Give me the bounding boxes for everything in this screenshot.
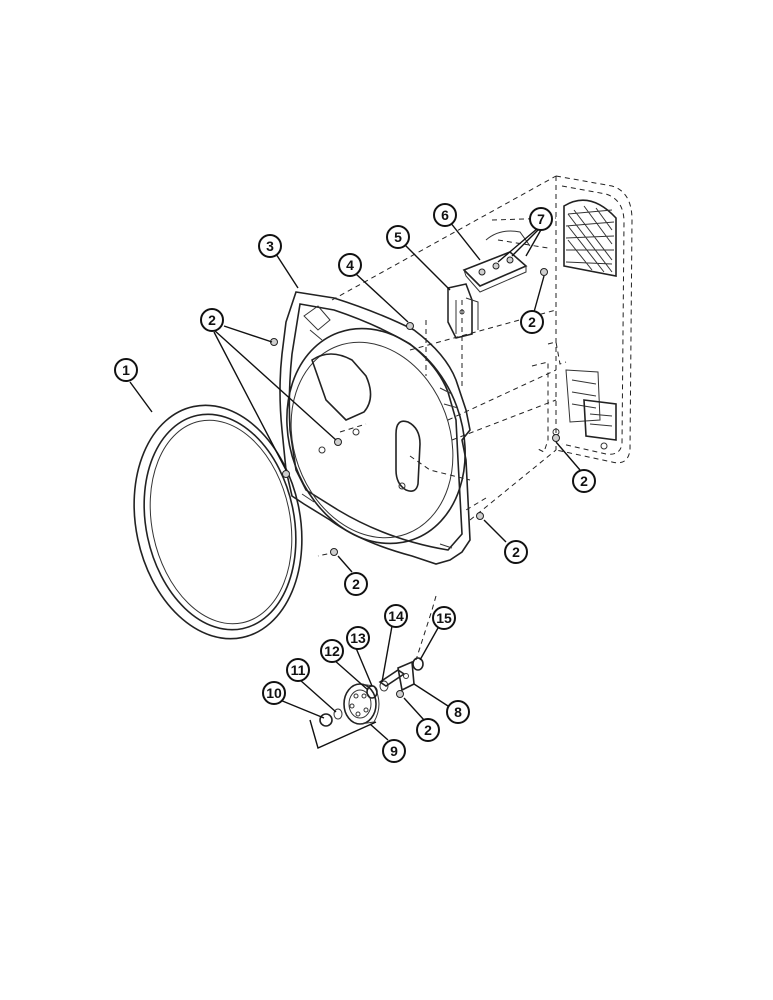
svg-text:4: 4 xyxy=(346,257,354,273)
terminal-block xyxy=(462,230,531,293)
cabinet-bracket xyxy=(531,341,617,453)
svg-text:2: 2 xyxy=(424,722,432,738)
callout-6: 6 xyxy=(433,203,457,227)
svg-text:8: 8 xyxy=(454,704,462,720)
callout-11: 11 xyxy=(286,658,310,682)
svg-text:2: 2 xyxy=(352,576,360,592)
callout-4: 4 xyxy=(338,253,362,277)
svg-text:7: 7 xyxy=(537,211,545,227)
callout-2: 2 xyxy=(504,540,528,564)
svg-text:2: 2 xyxy=(580,473,588,489)
svg-text:15: 15 xyxy=(436,610,452,626)
svg-text:6: 6 xyxy=(441,207,449,223)
svg-text:11: 11 xyxy=(291,662,306,678)
front-bulkhead xyxy=(279,291,471,565)
svg-text:2: 2 xyxy=(512,544,520,560)
svg-text:13: 13 xyxy=(350,630,366,646)
svg-text:2: 2 xyxy=(528,314,536,330)
svg-text:10: 10 xyxy=(266,685,282,701)
callout-2: 2 xyxy=(572,469,596,493)
leader-lines xyxy=(129,221,581,741)
svg-text:1: 1 xyxy=(122,362,130,378)
svg-text:3: 3 xyxy=(266,238,274,254)
callout-13: 13 xyxy=(346,626,370,650)
callout-2: 2 xyxy=(344,572,368,596)
callout-7: 7 xyxy=(529,207,553,231)
vent-grille xyxy=(563,199,617,277)
callout-2: 2 xyxy=(416,718,440,742)
callout-15: 15 xyxy=(432,606,456,630)
callout-3: 3 xyxy=(258,234,282,258)
svg-text:5: 5 xyxy=(394,229,402,245)
callout-10: 10 xyxy=(262,681,286,705)
mounting-bracket xyxy=(447,283,479,339)
screws xyxy=(270,268,560,698)
svg-text:12: 12 xyxy=(324,643,340,659)
cabinet-rear-panel xyxy=(531,175,633,464)
roller-assembly xyxy=(309,657,424,749)
callout-1: 1 xyxy=(114,358,138,382)
callout-5: 5 xyxy=(386,225,410,249)
svg-text:2: 2 xyxy=(208,312,216,328)
callout-2: 2 xyxy=(520,310,544,334)
svg-text:14: 14 xyxy=(388,608,404,624)
callout-14: 14 xyxy=(384,604,408,628)
callout-9: 9 xyxy=(382,739,406,763)
callout-12: 12 xyxy=(320,639,344,663)
callout-8: 8 xyxy=(446,700,470,724)
svg-text:9: 9 xyxy=(390,743,398,759)
screw-part-4 xyxy=(406,322,414,330)
callout-2: 2 xyxy=(200,308,224,332)
door-seal xyxy=(133,404,303,640)
